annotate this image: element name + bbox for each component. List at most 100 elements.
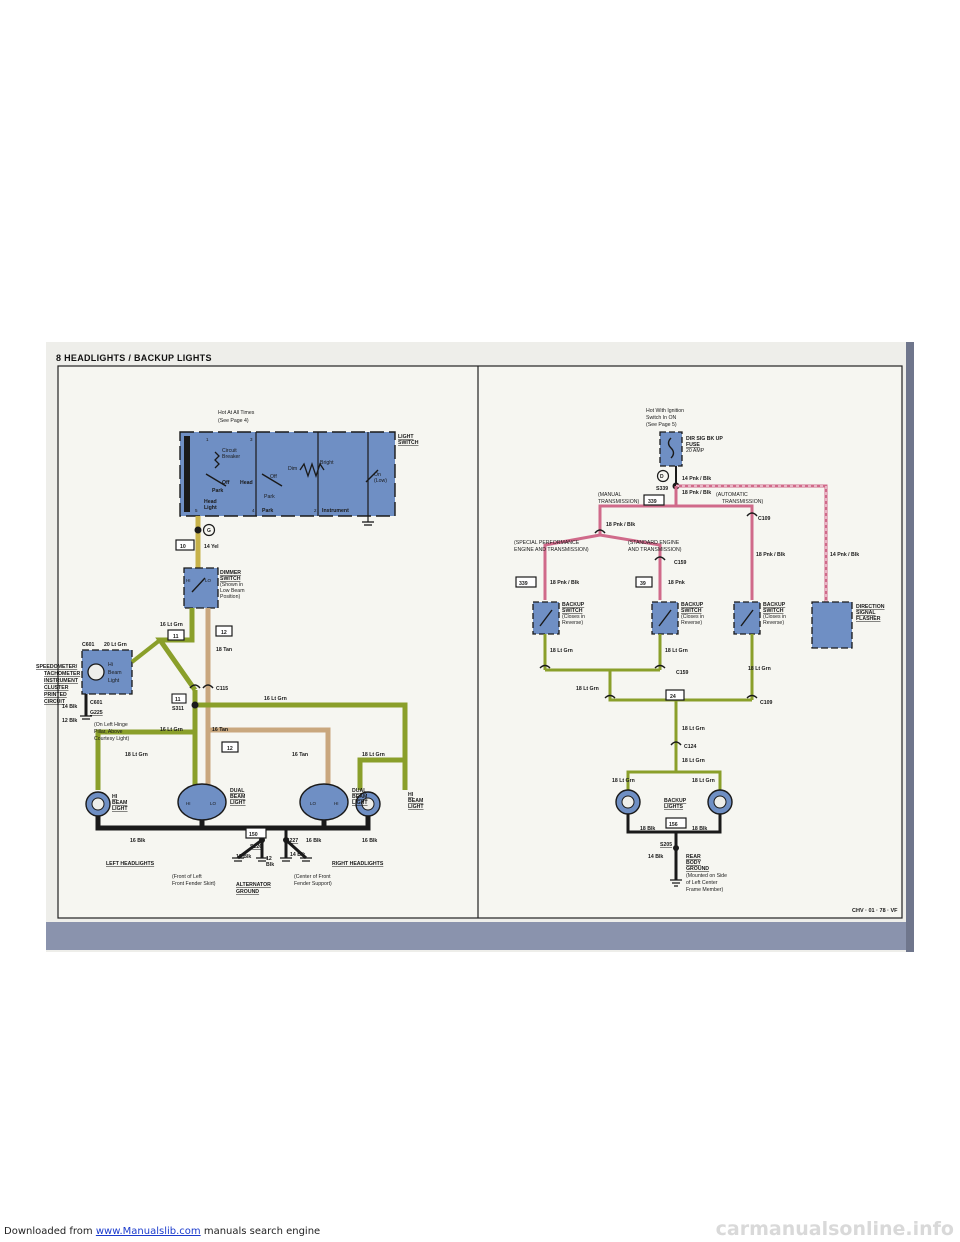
label-sw-bright: Bright (320, 460, 334, 466)
label-sw-park: Park (212, 488, 223, 494)
label-backup-b-3: (Closes in (681, 614, 704, 620)
label-circ-150: 150 (249, 832, 258, 838)
label-c124: C124 (684, 744, 697, 750)
label-dual-lo: LO (210, 801, 217, 806)
connector-c115 (189, 684, 214, 689)
wire-18-pnkblk-switches (543, 533, 662, 600)
label-18-pnkblk-a: 18 Pnk / Blk (682, 490, 711, 496)
label-pin-2: 2 (314, 508, 317, 513)
label-dual-left-3: LIGHT (230, 800, 246, 806)
label-18-ltgrn-d: 18 Lt Grn (576, 686, 599, 692)
label-14-pnkblk-b: 14 Pnk / Blk (830, 552, 859, 558)
label-light-switch-2: SWITCH (398, 440, 419, 446)
circuit-breaker-symbol (214, 451, 220, 469)
label-18-blk-a: 18 Blk (640, 826, 655, 832)
hi-beam-left-bulb (91, 797, 105, 811)
label-dimmer-2: SWITCH (220, 576, 241, 582)
label-c115: C115 (216, 686, 228, 692)
label-hi-beam-right-1: HI (408, 792, 414, 798)
label-front-left-2: Front Fender Skirt) (172, 881, 216, 887)
label-special-1: (SPECIAL PERFORMANCE (514, 540, 580, 546)
label-18-pnk: 18 Pnk (668, 580, 685, 586)
label-sw-low: (Low) (374, 478, 387, 484)
wire-16-blk-loop (95, 816, 371, 831)
label-c601b: C601 (90, 700, 103, 706)
label-g225: G225 (90, 710, 103, 716)
label-hi-beam-2: Beam (108, 670, 122, 676)
label-page-code: CHV · 01 · 78 · VF (852, 908, 898, 914)
watermark-link[interactable]: www.Manualslib.com (95, 1226, 201, 1237)
label-hinge-1: (On Left Hinge (94, 722, 128, 728)
label-hot-ign-2: Switch In ON (646, 415, 677, 421)
label-dual-left-2: BEAM (230, 794, 245, 800)
label-see-page-4: (See Page 4) (218, 418, 249, 424)
circuit-box-24 (665, 689, 685, 701)
circuit-box-39 (635, 576, 653, 588)
label-backup-a-1: BACKUP (562, 602, 585, 608)
wire-18-blk-backup (626, 814, 722, 880)
label-16-ltgrn-b: 16 Lt Grn (264, 696, 287, 702)
label-sw-park2: Park (264, 494, 275, 500)
label-18-ltgrn-a: 18 Lt Grn (125, 752, 148, 758)
label-sw-off: Off (222, 480, 230, 486)
label-splice-g: G (207, 528, 211, 534)
circuit-box-10 (175, 539, 195, 551)
label-18-blk-b: 18 Blk (692, 826, 707, 832)
label-dual-right-1: DUAL (352, 788, 367, 794)
label-backup-lights-2: LIGHTS (664, 804, 684, 810)
direction-flasher-box (811, 601, 853, 649)
label-backup-b-2: SWITCH (681, 608, 702, 614)
label-18-ltgrn-f: 18 Lt Grn (682, 758, 705, 764)
label-hi-beam-left-3: LIGHT (112, 806, 128, 812)
label-left-headlights: LEFT HEADLIGHTS (106, 861, 155, 867)
label-18-pnkblk-c: 18 Pnk / Blk (756, 552, 785, 558)
label-circuit-breaker-1: Circuit (222, 448, 237, 454)
backup-switch-b-contact (658, 609, 672, 627)
label-14-blk: 14 Blk (62, 704, 77, 710)
label-ground-note-1: (Mounted on Side (686, 873, 727, 879)
wire-20-ltgrn (130, 638, 162, 664)
wire-18-ltgrn-left (95, 729, 195, 790)
label-splice-d: D (660, 474, 664, 480)
wire-14-pnkblk-stripe (676, 485, 827, 605)
label-dimmer-1: DIMMER (220, 570, 241, 576)
label-manual-2: TRANSMISSION) (598, 499, 639, 505)
label-rear-ground-2: BODY (686, 860, 702, 866)
backup-switch-a-contact (539, 609, 553, 627)
label-circ-39: 39 (640, 581, 646, 587)
page-header: 8 HEADLIGHTS / BACKUP LIGHTS (56, 353, 212, 363)
label-12-blk-a: 12 Blk (62, 718, 77, 724)
cluster-bulb (87, 663, 105, 681)
label-20-ltgrn: 20 Lt Grn (104, 642, 127, 648)
label-dual-hi-r: HI (334, 801, 339, 806)
splice-g-dot (194, 526, 202, 534)
backup-lamp-left-bulb (621, 795, 635, 809)
left-labels: Hot At All Times (See Page 4) LIGHT SWIT… (36, 410, 424, 895)
label-18-ltgrn-h: 18 Lt Grn (692, 778, 715, 784)
label-sw-park3: Park (262, 508, 273, 514)
watermark-download: Downloaded from www.Manualslib.com manua… (4, 1226, 320, 1237)
label-sw-head-light-1: Head (204, 499, 217, 505)
watermark-site: carmanualsonline.info (715, 1218, 954, 1240)
label-pin-5: 5 (195, 508, 198, 513)
circuit-box-339 (643, 494, 665, 506)
circuit-box-150 (245, 827, 267, 839)
wire-18-ltgrn-backup-lamps (626, 700, 722, 790)
label-circ-12: 12 (221, 630, 227, 636)
label-fuse-2: FUSE (686, 442, 700, 448)
fuse-symbol (667, 437, 675, 459)
backup-switch-b-box (651, 601, 679, 635)
label-hot-ign-3: (See Page 5) (646, 422, 677, 428)
label-cluster-5: PRINTED (44, 692, 67, 698)
label-ground-note-3: Frame Member) (686, 887, 723, 893)
switch-contact-a (205, 473, 227, 487)
label-s311: S311 (172, 706, 184, 712)
label-backup-c-2: SWITCH (763, 608, 784, 614)
label-18-pnkblk-d: 18 Pnk / Blk (550, 580, 579, 586)
label-hi-beam-right-3: LIGHT (408, 804, 424, 810)
label-hot-at-all-times: Hot At All Times (218, 410, 255, 416)
label-18-ltgrn-c: 18 Lt Grn (748, 666, 771, 672)
label-backup-b-4: Reverse) (681, 620, 702, 626)
label-hinge-3: Courtesy Light) (94, 736, 129, 742)
label-16-blk-c: 16 Blk (362, 838, 377, 844)
